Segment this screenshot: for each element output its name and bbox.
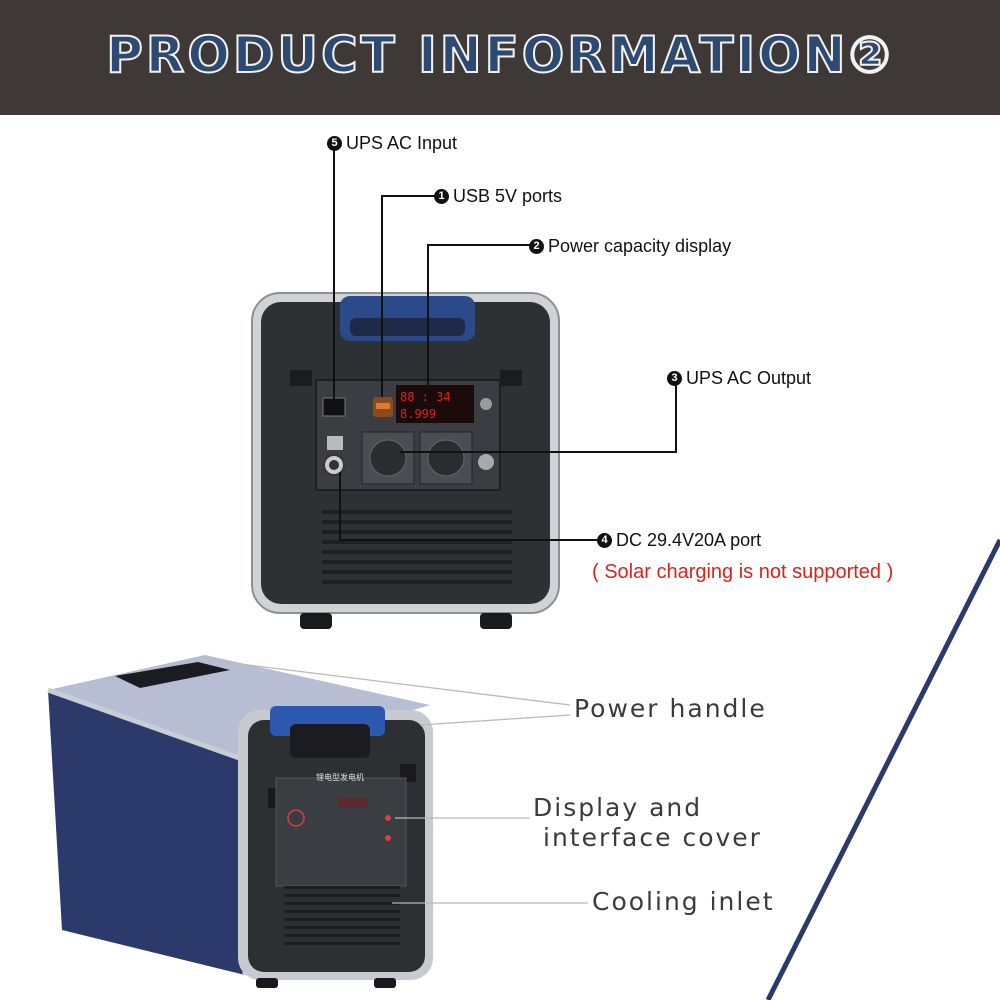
callout-ups-ac-output: 3 UPS AC Output [667,368,811,389]
callout-text: DC 29.4V20A port [616,530,762,550]
cover-caption: 锂电型发电机 [316,772,364,782]
callout-usb-ports: 1 USB 5V ports [434,186,562,207]
callout-text: Power capacity display [548,236,732,256]
feature-cooling-inlet: Cooling inlet [592,887,775,916]
callout-number: 2 [529,239,544,254]
callout-number: 1 [434,189,449,204]
perspective-view-device: 锂电型发电机 [47,655,433,988]
page-title: PRODUCT INFORMATION② [105,25,894,85]
callout-text: UPS AC Input [346,133,458,153]
decor-diagonal-line [765,538,1000,1000]
callout-text: UPS AC Output [686,368,812,388]
header-banner: PRODUCT INFORMATION② [0,0,1000,115]
callout-lines [333,147,677,541]
feature-lines [207,659,588,904]
front-view-device: 88 : 34 8.999 [251,292,560,629]
callout-number: 4 [597,533,612,548]
svg-text:88 : 34: 88 : 34 [400,390,451,404]
feature-power-handle: Power handle [574,694,767,723]
solar-charging-note: ( Solar charging is not supported ) [592,561,894,583]
callout-ups-ac-input: 5 UPS AC Input [327,133,457,154]
svg-text:8.999: 8.999 [400,407,436,421]
callout-dc-port: 4 DC 29.4V20A port [597,530,761,551]
callout-power-capacity-display: 2 Power capacity display [529,236,731,257]
callout-number: 5 [327,136,342,151]
feature-display-cover-line2: interface cover [543,823,762,852]
feature-display-cover-line1: Display and [533,793,703,822]
callout-text: USB 5V ports [453,186,563,206]
callout-number: 3 [667,371,682,386]
